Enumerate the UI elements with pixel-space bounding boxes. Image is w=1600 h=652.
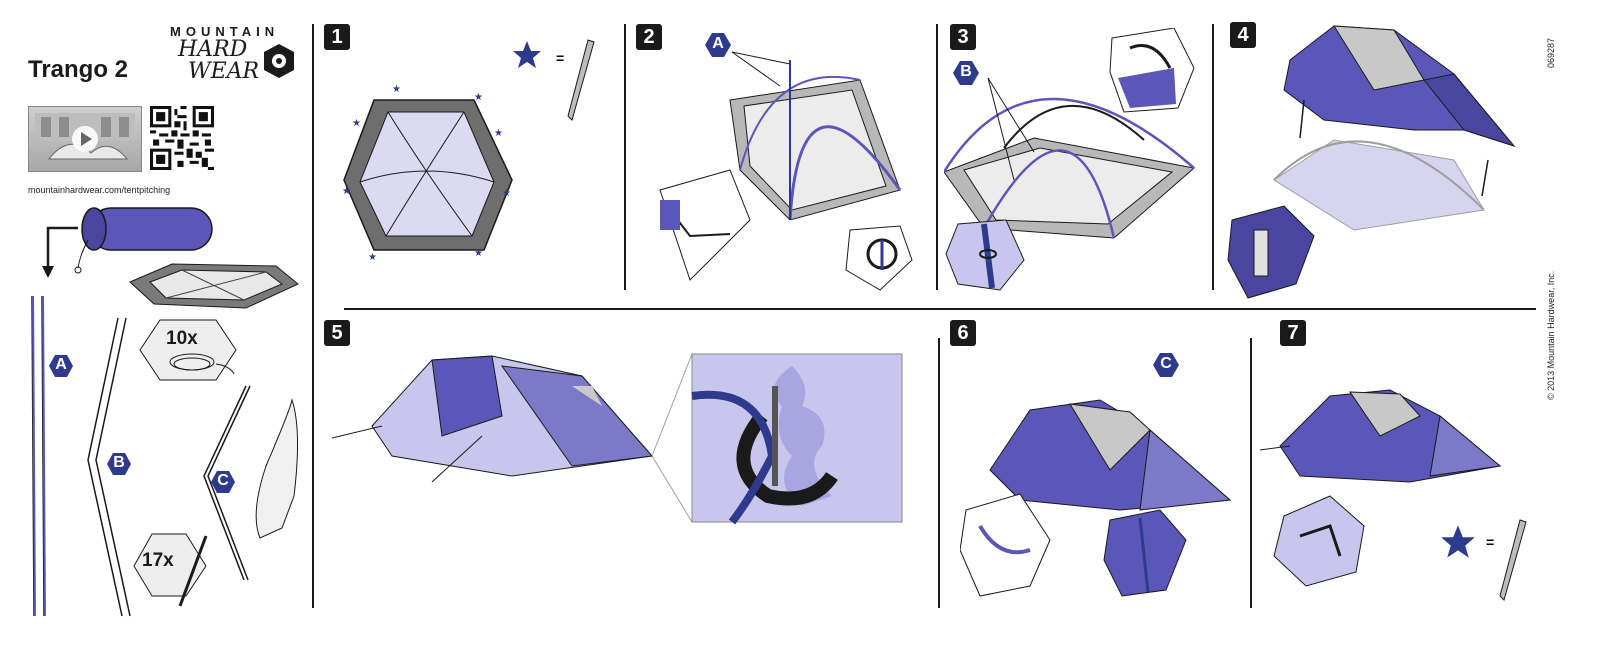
footprint-illustration (129, 263, 299, 309)
svg-text:★: ★ (502, 188, 511, 199)
step-4-illustration (1227, 25, 1516, 299)
step-2-callout-label: A (712, 35, 724, 52)
stake-legend-equals: = (556, 50, 565, 66)
step-7-stake-star-icon (1441, 525, 1475, 558)
svg-text:★: ★ (352, 118, 361, 129)
brand-nut-icon (264, 44, 295, 78)
pole-b-badge (107, 453, 131, 475)
poles-illustration (31, 295, 299, 617)
svg-text:★: ★ (392, 84, 401, 95)
step-3-illustration (944, 28, 1196, 291)
step-3-callout-badge (953, 61, 979, 85)
brand-line1: MOUNTAIN (170, 24, 280, 39)
step-7-badge: 7 (1280, 320, 1306, 346)
copyright-notice: © 2013 Mountain Hardwear, Inc. (1546, 270, 1556, 400)
divider-left (312, 24, 314, 608)
step-3-callout-label: B (960, 63, 972, 80)
pole-c-label: C (217, 472, 229, 489)
step-6-badge: 6 (950, 320, 976, 346)
svg-text:★: ★ (342, 186, 351, 197)
stake-legend-star-icon (513, 41, 541, 68)
qr-code[interactable] (150, 106, 214, 170)
step-6-illustration (960, 399, 1232, 597)
divider-1-2 (624, 24, 626, 290)
svg-text:★: ★ (474, 248, 483, 259)
brand-logo: MOUNTAIN HARD WEAR (170, 24, 300, 83)
tent-pitching-url[interactable]: mountainhardwear.com/tentpitching (28, 185, 171, 195)
product-title: Trango 2 (28, 56, 129, 83)
step-4-badge: 4 (1230, 22, 1256, 48)
step-1-footprint-illustration: ★ ★ ★ ★ ★ ★ ★ ★ (342, 84, 513, 263)
step-2-illustration (659, 51, 913, 291)
stake-icon (567, 39, 595, 121)
document-code: 069287 (1546, 37, 1556, 68)
step-7-equals: = (1486, 534, 1495, 550)
divider-2-3 (936, 24, 938, 290)
step-5-illustration (332, 353, 903, 525)
stake-count: 17x (142, 550, 174, 571)
step-5-badge: 5 (324, 320, 350, 346)
divider-horizontal (344, 308, 1536, 310)
step-6-callout-badge (1153, 353, 1179, 377)
step-7-illustration (1260, 389, 1502, 587)
svg-text:★: ★ (368, 252, 377, 263)
pole-b-label: B (113, 454, 125, 471)
svg-text:★: ★ (494, 128, 503, 139)
guyline-count: 10x (166, 328, 198, 349)
step-7-stake-icon (1499, 519, 1527, 601)
pole-a-badge (49, 355, 73, 377)
video-thumbnail[interactable] (28, 106, 142, 172)
step-3-badge: 3 (950, 24, 976, 50)
step-2-callout-badge (705, 33, 731, 57)
pole-c-badge (211, 471, 235, 493)
svg-text:★: ★ (474, 92, 483, 103)
brand-line3: WEAR (188, 59, 260, 84)
brand-line2: HARD (178, 37, 248, 62)
step-2-badge: 2 (636, 24, 662, 50)
stuff-sack-illustration (42, 207, 213, 278)
step-6-callout-label: C (1160, 355, 1172, 372)
pole-a-label: A (55, 356, 67, 373)
step-1-badge: 1 (324, 24, 350, 50)
play-icon[interactable] (29, 107, 141, 171)
divider-5-6 (938, 338, 940, 608)
divider-6-7 (1250, 338, 1252, 608)
divider-3-4 (1212, 24, 1214, 290)
